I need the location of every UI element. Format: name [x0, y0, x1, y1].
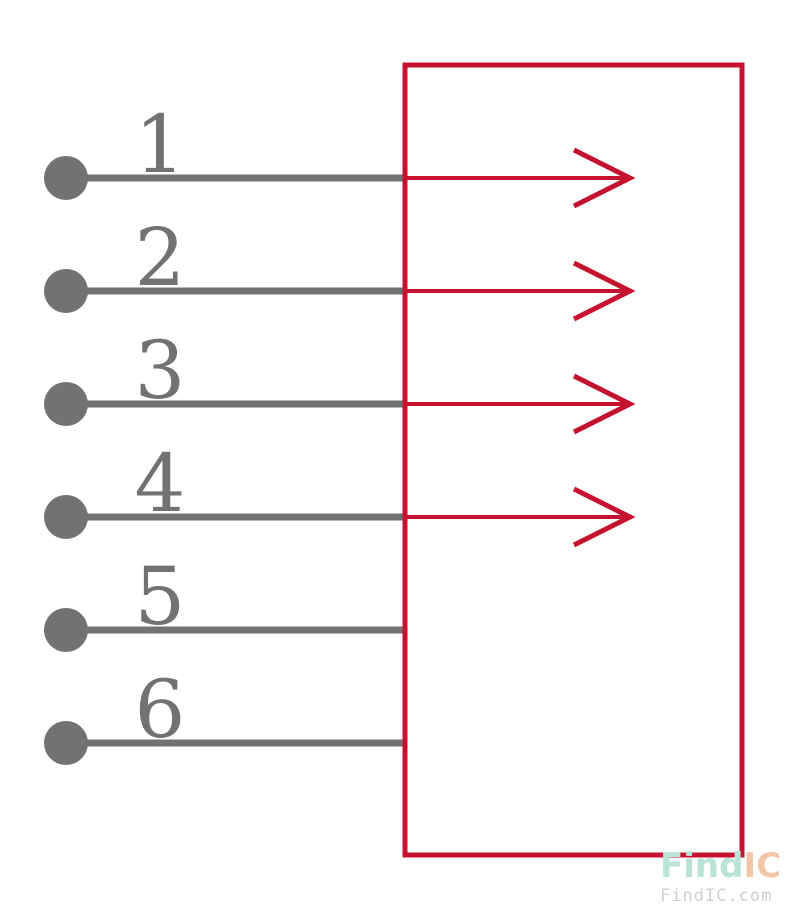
- arrow-head: [572, 260, 636, 322]
- pin-number: 4: [135, 437, 186, 530]
- arrow-2: [405, 260, 636, 322]
- arrow-3: [405, 373, 636, 435]
- pin-4: 4: [44, 437, 405, 539]
- watermark-url: FindIC.com: [660, 886, 772, 906]
- pin-1: 1: [44, 98, 405, 200]
- component-body: [402, 62, 745, 858]
- watermark-brand: FindIC: [660, 846, 781, 886]
- pin-number: 5: [135, 550, 186, 643]
- arrow-head: [572, 147, 636, 209]
- pin-6: 6: [44, 663, 405, 765]
- arrow-group: [405, 147, 636, 548]
- watermark-brand-find: Find: [660, 846, 743, 886]
- pin-number: 6: [135, 663, 186, 756]
- arrow-4: [405, 486, 636, 548]
- pin-5: 5: [44, 550, 405, 652]
- watermark-brand-ic: IC: [743, 846, 781, 886]
- pin-group: 1 2 3 4 5 6: [44, 98, 405, 765]
- pin-number: 3: [135, 324, 186, 417]
- arrow-1: [405, 147, 636, 209]
- watermark: FindIC FindIC.com: [660, 846, 781, 906]
- pin-2: 2: [44, 211, 405, 313]
- pin-number: 2: [135, 211, 186, 304]
- pin-number: 1: [135, 98, 186, 191]
- pin-3: 3: [44, 324, 405, 426]
- arrow-head: [572, 486, 636, 548]
- arrow-head: [572, 373, 636, 435]
